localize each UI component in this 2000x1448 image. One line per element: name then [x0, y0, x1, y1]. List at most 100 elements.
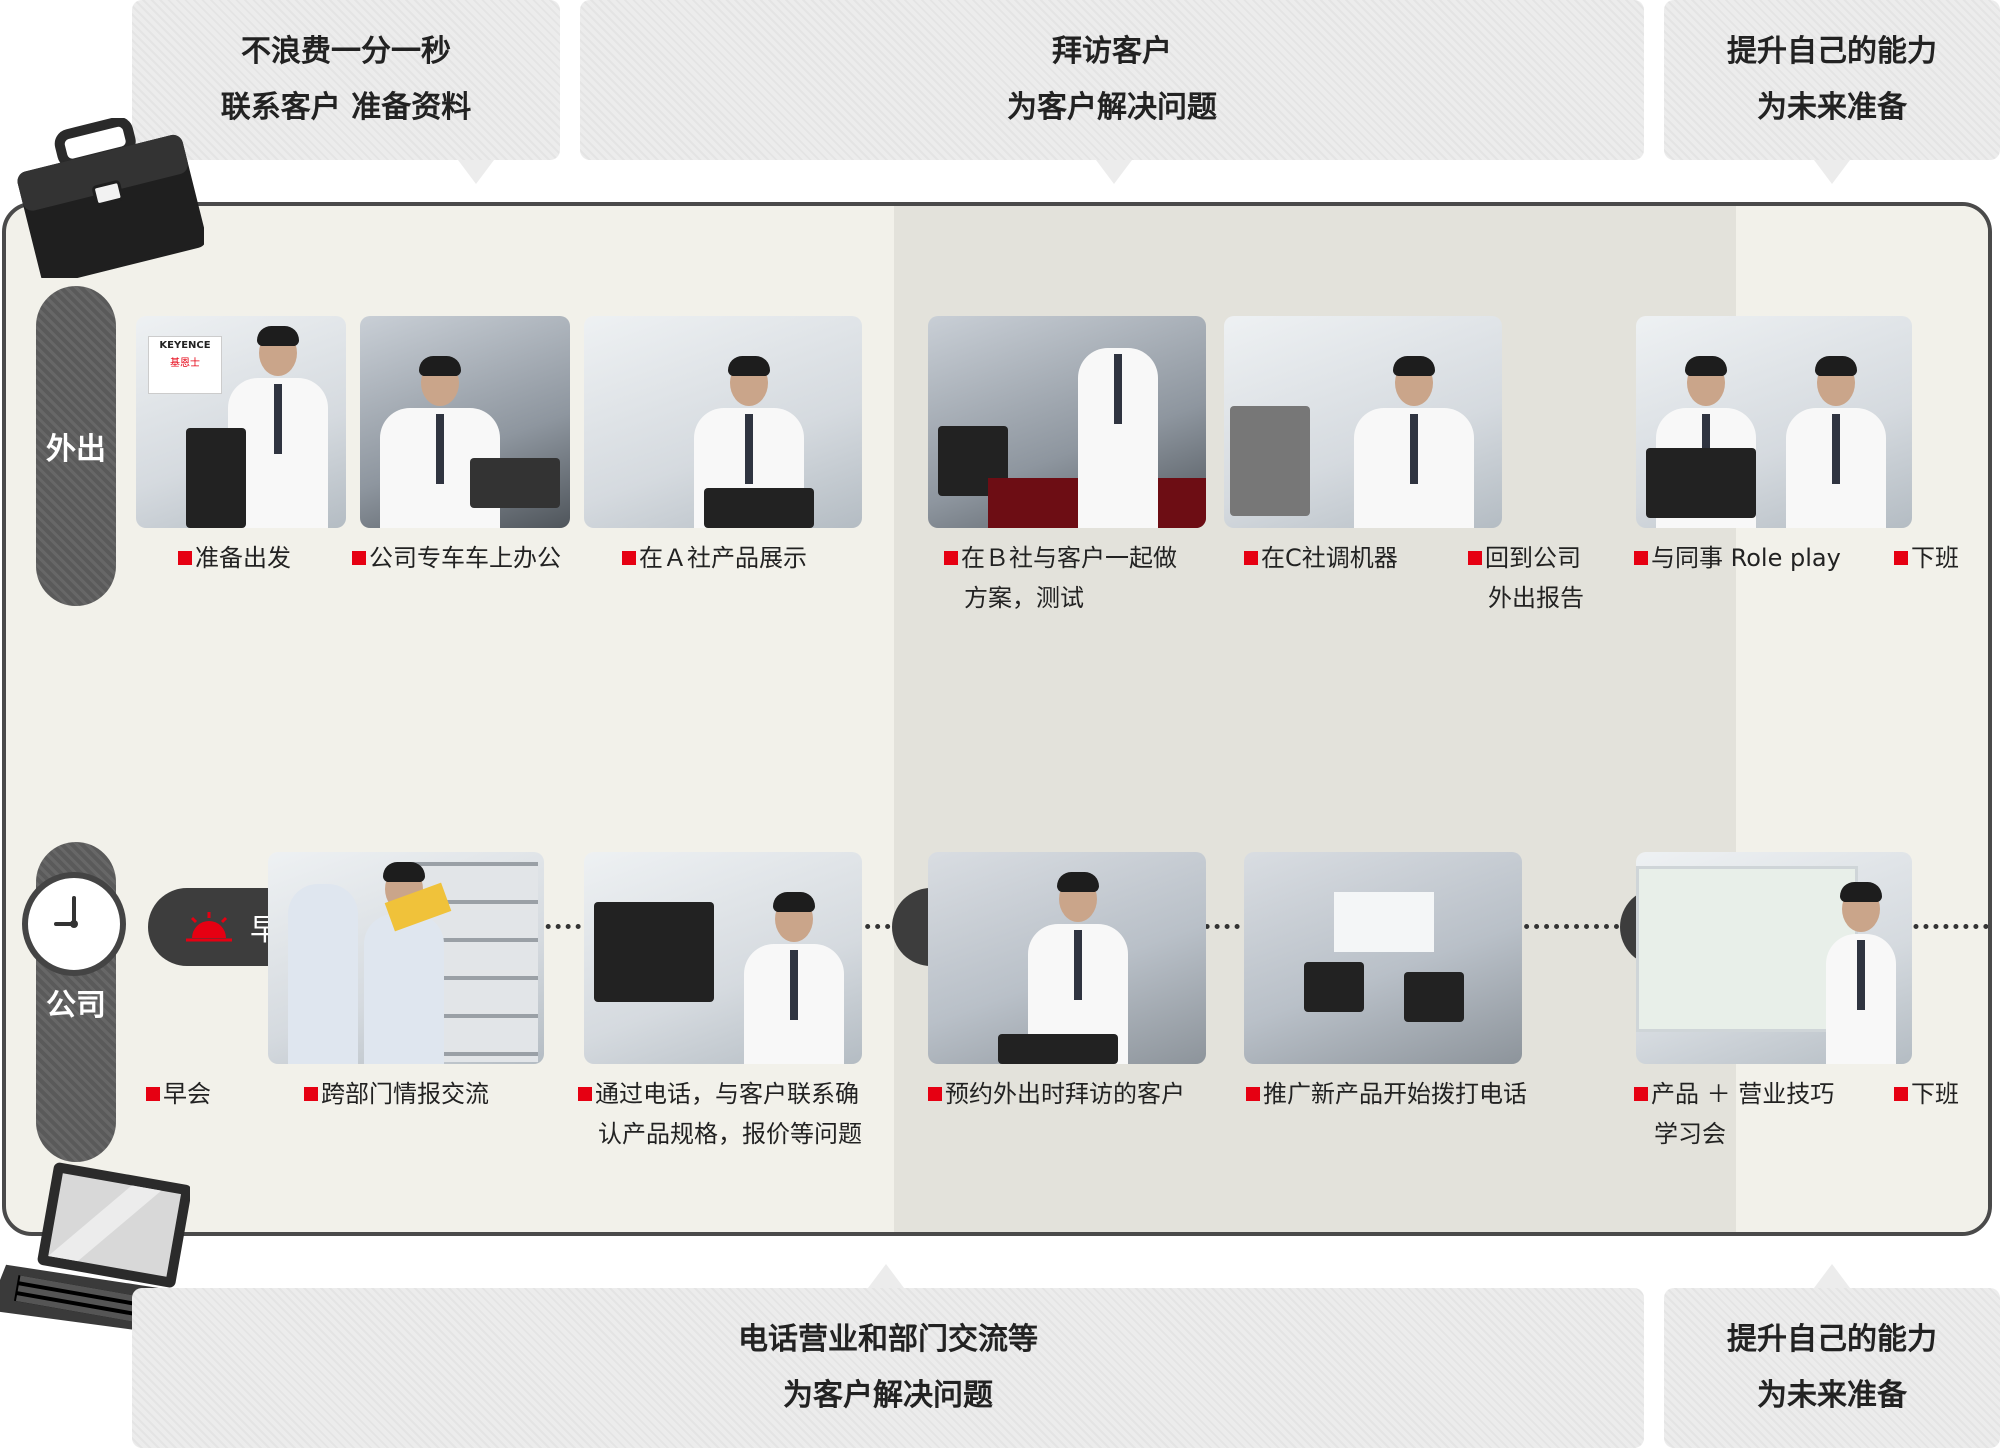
caption-schedule-visits: 预约外出时拜访的客户 — [928, 1074, 1185, 1114]
caption-phone-call: 通过电话，与客户联系确 认产品规格，报价等问题 — [578, 1074, 862, 1154]
photo-sales-study — [1636, 852, 1912, 1064]
red-bullet — [928, 1087, 942, 1101]
photo-test-with-customer-b — [928, 316, 1206, 528]
timeline-panel: 外出 公司 KEYENCE 基恩士 准备出发 公司专车车上办公 — [2, 202, 1992, 1236]
bubble-line: 提升自己的能力 — [1727, 34, 1937, 69]
caption-text: 下班 — [1911, 1080, 1959, 1108]
caption-off-work-outside: 下班 — [1894, 538, 1959, 578]
caption-text: 跨部门情报交流 — [321, 1080, 489, 1108]
red-bullet — [178, 551, 192, 565]
keyence-sign: KEYENCE 基恩士 — [148, 336, 222, 394]
person-figure — [1078, 346, 1158, 528]
outside-row-label: 外出 — [36, 286, 116, 606]
keyence-logo-cn: 基恩士 — [170, 358, 200, 369]
caption-text: 早会 — [163, 1080, 211, 1108]
red-bullet — [1894, 551, 1908, 565]
caption-product-demo-a: 在Ａ社产品展示 — [622, 538, 807, 578]
bubble-tail — [458, 160, 494, 184]
caption-text: 预约外出时拜访的客户 — [945, 1080, 1185, 1108]
bubble-line: 电话营业和部门交流等 — [738, 1322, 1038, 1357]
laptop-prop — [1646, 448, 1756, 518]
photo-product-demo-a — [584, 316, 862, 528]
bubble-line: 为未来准备 — [1757, 90, 1907, 125]
red-bullet — [1894, 1087, 1908, 1101]
caption-text-line2: 认产品规格，报价等问题 — [598, 1120, 862, 1148]
caption-car-office: 公司专车车上办公 — [352, 538, 561, 578]
sunrise-icon — [186, 912, 232, 942]
person-figure — [288, 882, 358, 1064]
monitor-prop — [1304, 962, 1364, 1012]
photo-machine-setup-c — [1224, 316, 1502, 528]
machine-prop — [1230, 406, 1310, 516]
red-bullet — [1246, 1087, 1260, 1101]
red-bullet — [944, 551, 958, 565]
caption-role-play: 与同事 Role play — [1634, 538, 1841, 578]
bottom-middle-bubble: 电话营业和部门交流等 为客户解决问题 — [132, 1264, 1644, 1448]
person-figure — [1354, 356, 1474, 528]
red-bullet — [304, 1087, 318, 1101]
caption-text: 产品 ＋ 营业技巧 — [1651, 1080, 1835, 1108]
caption-return-report: 回到公司 外出报告 — [1468, 538, 1584, 618]
red-bullet — [1244, 551, 1258, 565]
briefcase-icon — [17, 118, 204, 278]
bubble-line: 为未来准备 — [1757, 1378, 1907, 1413]
caption-text: 准备出发 — [195, 544, 291, 572]
whiteboard — [1636, 866, 1858, 1032]
photo-schedule-visits — [928, 852, 1206, 1064]
photo-car-office — [360, 316, 570, 528]
outside-row-label-text: 外出 — [46, 432, 106, 467]
bubble-line: 联系客户 准备资料 — [220, 90, 472, 125]
office-row-label-text: 公司 — [46, 988, 106, 1023]
bubble-line: 不浪费一分一秒 — [241, 34, 451, 69]
bubble-line: 提升自己的能力 — [1727, 1322, 1937, 1357]
red-bullet — [578, 1087, 592, 1101]
photo-cross-dept-exchange — [268, 852, 544, 1064]
person-figure — [364, 862, 444, 1064]
caption-text: 回到公司 — [1485, 544, 1581, 572]
person-figure — [1786, 356, 1886, 528]
caption-text: 在Ｂ社与客户一起做 — [961, 544, 1177, 572]
caption-morning-meeting: 早会 — [146, 1074, 211, 1114]
caption-text-line2: 方案，测试 — [964, 584, 1084, 612]
person-figure — [1826, 882, 1896, 1064]
red-bullet — [622, 551, 636, 565]
red-bullet — [352, 551, 366, 565]
bubble-line: 为客户解决问题 — [1007, 90, 1217, 125]
caption-text: 公司专车车上办公 — [369, 544, 561, 572]
bubble-tail — [1814, 1264, 1850, 1288]
caption-text: 通过电话，与客户联系确 — [595, 1080, 859, 1108]
caption-sales-study: 产品 ＋ 营业技巧 学习会 — [1634, 1074, 1834, 1154]
caption-text-line2: 外出报告 — [1488, 584, 1584, 612]
laptop-prop — [998, 1034, 1118, 1064]
whiteboard — [1334, 892, 1434, 952]
caption-text: 在C社调机器 — [1261, 544, 1398, 572]
red-bullet — [1634, 551, 1648, 565]
top-right-bubble: 提升自己的能力 为未来准备 — [1664, 0, 2000, 184]
photo-new-product-calls — [1244, 852, 1522, 1064]
luggage — [186, 428, 246, 528]
caption-text: 推广新产品开始拨打电话 — [1263, 1080, 1527, 1108]
bubble-line: 拜访客户 — [1052, 34, 1172, 69]
caption-off-work-office: 下班 — [1894, 1074, 1959, 1114]
caption-text: 下班 — [1911, 544, 1959, 572]
caption-text: 在Ａ社产品展示 — [639, 544, 807, 572]
clock-icon — [22, 872, 126, 976]
caption-text: 与同事 Role play — [1651, 544, 1841, 572]
caption-machine-setup-c: 在C社调机器 — [1244, 538, 1398, 578]
person-figure — [744, 892, 844, 1064]
caption-text-line2: 学习会 — [1654, 1120, 1726, 1148]
bubble-tail — [1096, 160, 1132, 184]
photo-prepare-departure: KEYENCE 基恩士 — [136, 316, 346, 528]
bubble-line: 为客户解决问题 — [783, 1378, 993, 1413]
monitor-prop — [1404, 972, 1464, 1022]
caption-new-product-calls: 推广新产品开始拨打电话 — [1246, 1074, 1527, 1114]
photo-role-play — [1636, 316, 1912, 528]
top-middle-bubble: 拜访客户 为客户解决问题 — [580, 0, 1644, 184]
caption-prepare-departure: 准备出发 — [178, 538, 291, 578]
keyence-logo-text: KEYENCE — [159, 340, 211, 351]
top-left-bubble: 不浪费一分一秒 联系客户 准备资料 — [132, 0, 560, 184]
laptop-prop — [470, 458, 560, 508]
caption-cross-dept-exchange: 跨部门情报交流 — [304, 1074, 489, 1114]
bubble-tail — [1814, 160, 1850, 184]
red-bullet — [146, 1087, 160, 1101]
